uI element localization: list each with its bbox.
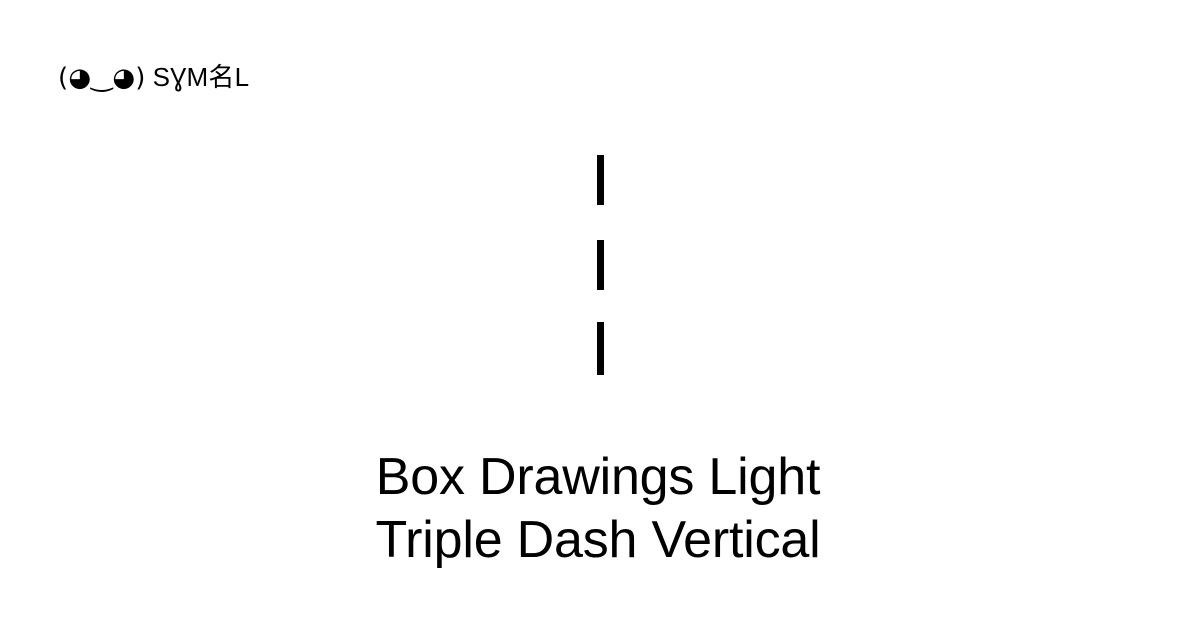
character-name-line-2: Triple Dash Vertical: [375, 511, 821, 569]
site-logo-wordmark: SƔM名L: [152, 62, 250, 92]
kaomoji-face-icon: (◕‿◕): [58, 63, 146, 93]
glyph-dash-lower: [597, 322, 604, 375]
site-logo[interactable]: (◕‿◕)SƔM名L: [58, 60, 249, 95]
glyph-dash-upper: [597, 155, 604, 205]
character-glyph-display: [597, 150, 604, 380]
character-name: Box Drawings Light Triple Dash Vertical: [0, 446, 1200, 572]
character-name-line-1: Box Drawings Light: [375, 448, 821, 506]
glyph-dash-middle: [597, 240, 604, 290]
